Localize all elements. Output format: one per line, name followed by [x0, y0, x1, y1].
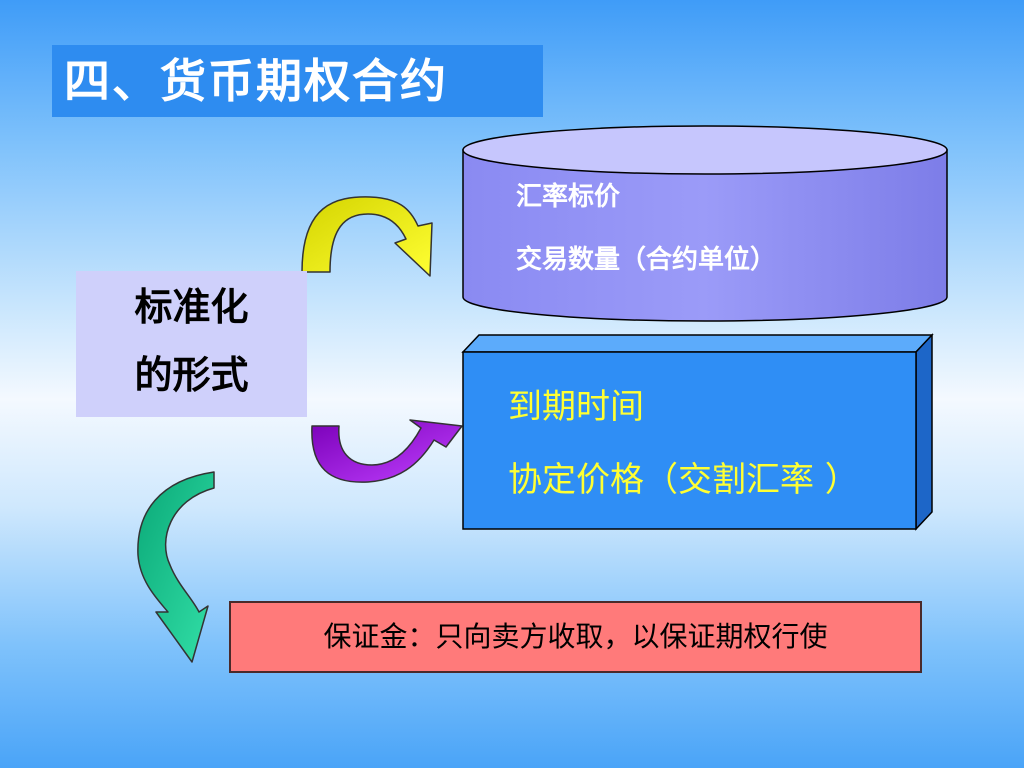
title-box: 四、货币期权合约	[52, 45, 543, 117]
cylinder-item-quantity: 交易数量（合约单位）	[516, 245, 777, 275]
curved-arrow-green-icon	[137, 471, 215, 663]
standard-form-box: 标准化 的形式	[76, 271, 307, 417]
page-title: 四、货币期权合约	[64, 54, 448, 108]
cube-item-expiry: 到期时间	[508, 387, 644, 427]
cylinder-item-quote: 汇率标价	[516, 182, 621, 212]
cube-shape	[461, 333, 934, 531]
standard-form-line-1: 标准化	[134, 285, 249, 329]
margin-note-text: 保证金：只向卖方收取，以保证期权行使	[323, 620, 828, 653]
curved-arrow-purple-icon	[311, 419, 463, 483]
margin-note-box: 保证金：只向卖方收取，以保证期权行使	[229, 601, 922, 673]
cube-item-strike: 协定价格（交割汇率 ）	[508, 460, 859, 500]
curved-arrow-yellow-icon	[301, 196, 433, 277]
standard-form-line-2: 的形式	[134, 353, 249, 397]
cylinder-shape	[462, 125, 948, 322]
